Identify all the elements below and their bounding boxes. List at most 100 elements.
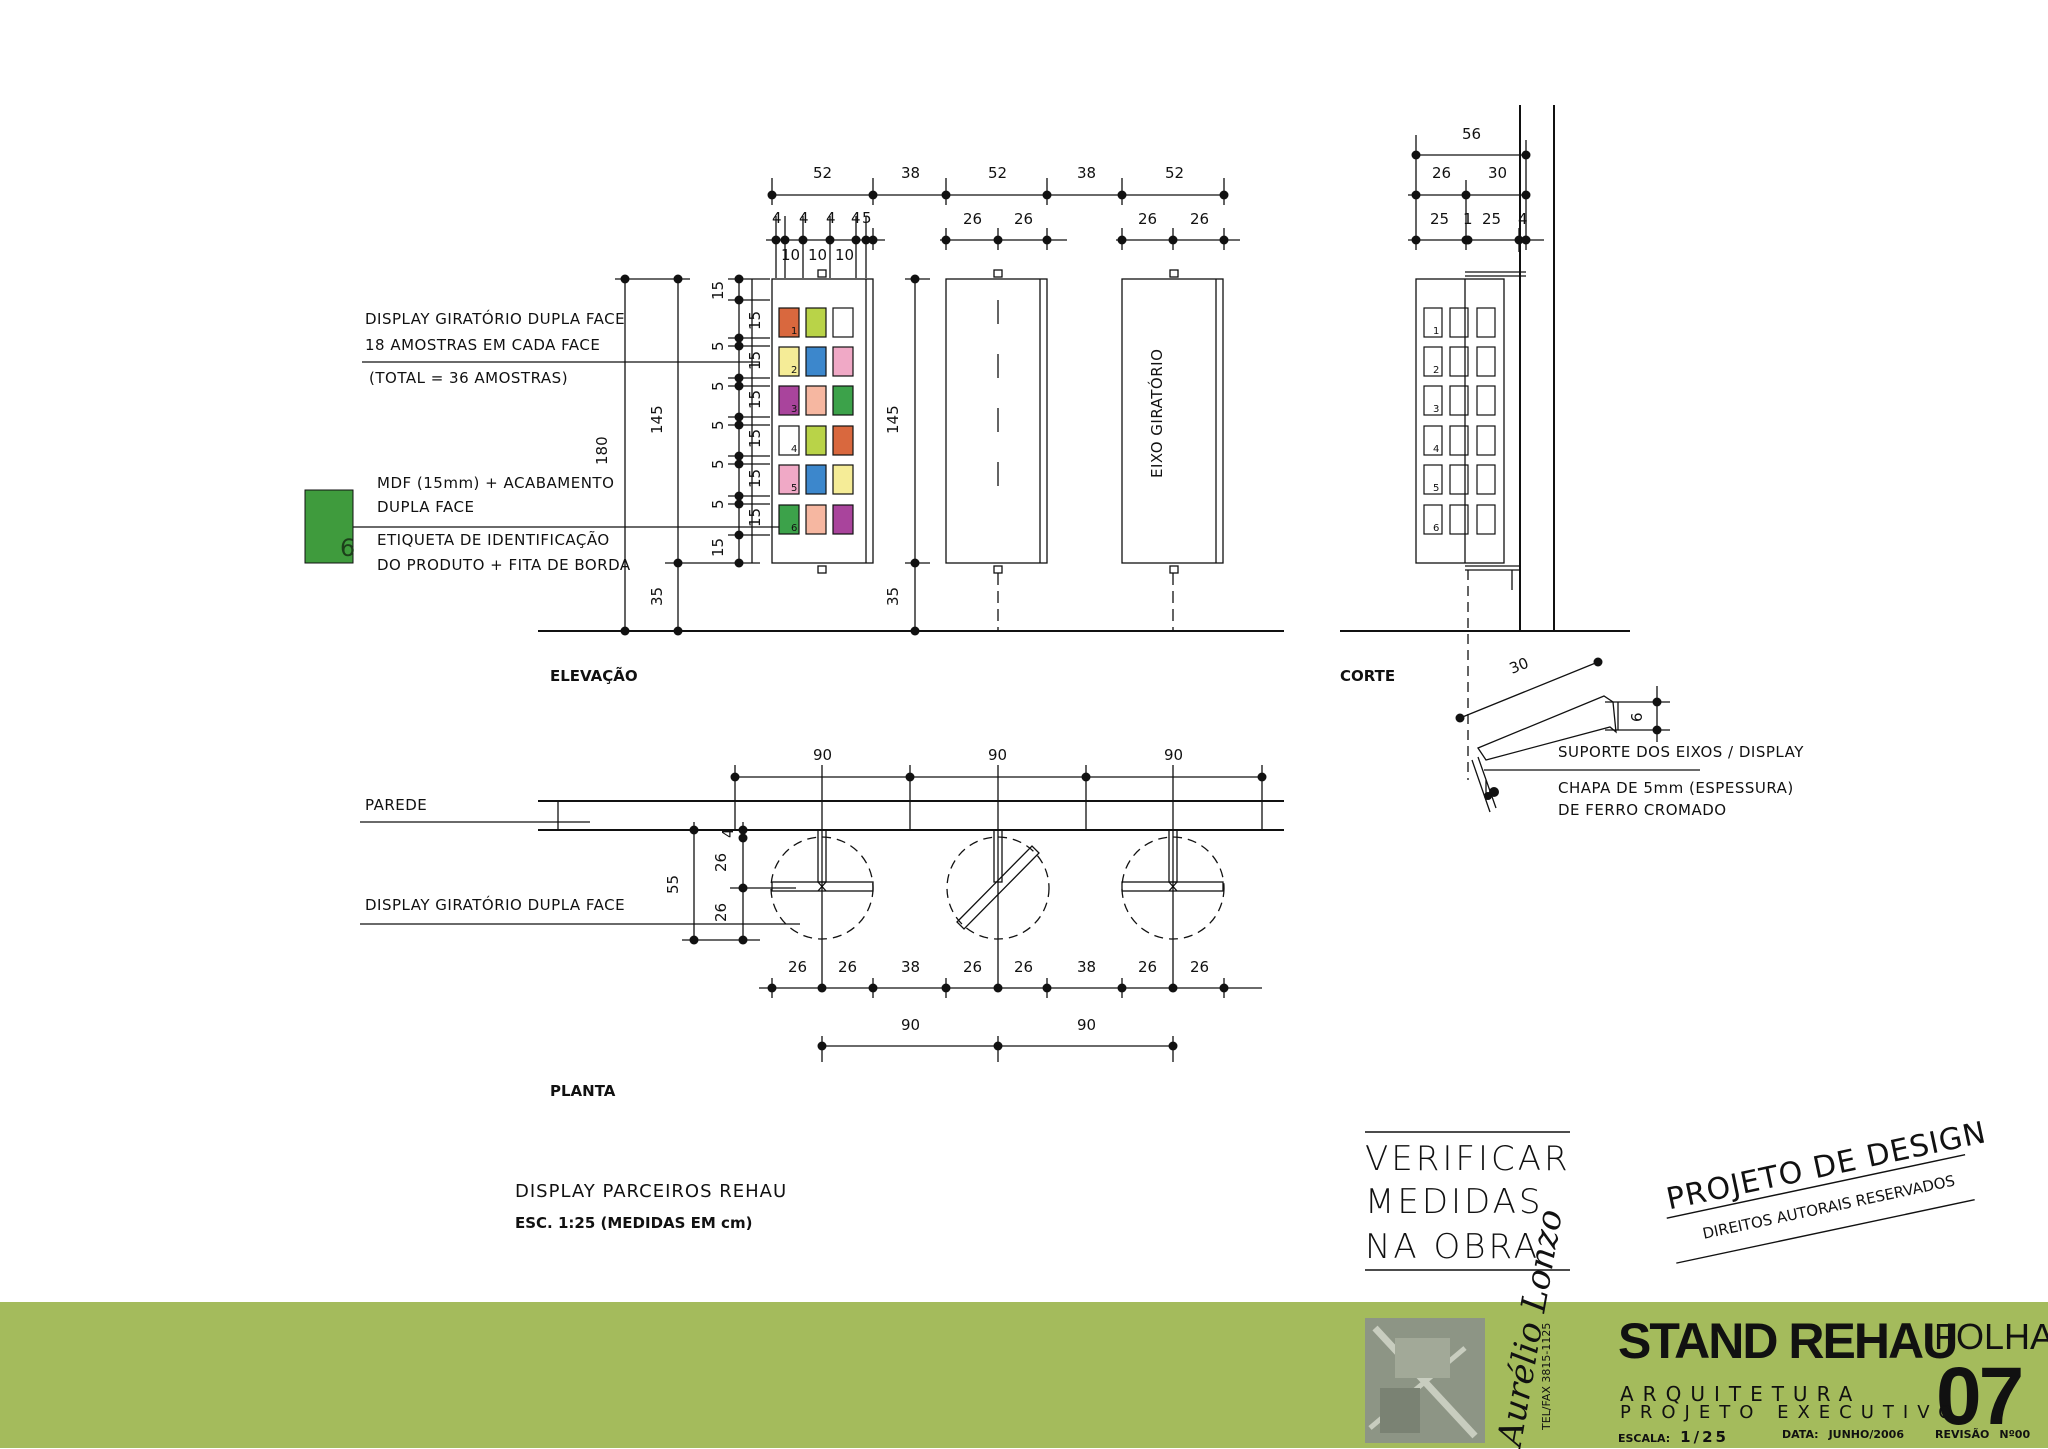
section-sample-slot [1423,504,1443,535]
svg-text:38: 38 [901,164,920,182]
svg-text:55: 55 [664,875,682,894]
svg-text:145: 145 [648,405,666,434]
svg-text:4: 4 [826,209,836,227]
note-display-line2: 18 AMOSTRAS EM CADA FACE [365,336,600,354]
note-parede: PAREDE [365,796,427,814]
note-display-line1: DISPLAY GIRATÓRIO DUPLA FACE [365,309,625,328]
sample-swatch [805,385,827,416]
section-sample-slot [1423,307,1443,338]
svg-text:25: 25 [1482,210,1501,228]
svg-text:15: 15 [709,538,727,557]
svg-text:38: 38 [901,958,920,976]
label-planta: PLANTA [550,1082,616,1100]
date-field: DATA:JUNHO/2006 [1782,1428,1904,1441]
note-mdf-line2: DUPLA FACE [377,498,475,516]
sample-swatch [832,385,854,416]
section-sample-slot [1423,425,1443,456]
sample-swatch [778,504,800,535]
sample-swatch [805,307,827,338]
sample-swatch [778,307,800,338]
svg-text:52: 52 [988,164,1007,182]
svg-text:26: 26 [1190,958,1209,976]
svg-text:4: 4 [851,209,861,227]
svg-text:56: 56 [1462,125,1481,143]
svg-text:38: 38 [1077,958,1096,976]
svg-text:26: 26 [1190,210,1209,228]
svg-text:15: 15 [709,281,727,300]
sample-swatch [832,425,854,456]
svg-text:26: 26 [712,903,730,922]
sample-swatch [778,425,800,456]
verificar-line3: NA OBRA [1365,1227,1540,1267]
section-dots [1411,150,1662,800]
svg-text:90: 90 [1077,1016,1096,1034]
note-chapa-line1: CHAPA DE 5mm (ESPESSURA) [1558,779,1794,797]
section-sample-slot [1449,464,1469,495]
svg-text:30: 30 [1507,654,1531,678]
discipline-label: ARQUITETURA [1620,1382,1862,1406]
sheet-number: 07 [1936,1351,2024,1442]
section-sample-slot [1423,385,1443,416]
section-sample-slot [1423,346,1443,377]
svg-text:90: 90 [901,1016,920,1034]
verificar-line2: MEDIDAS [1365,1182,1543,1222]
svg-text:90: 90 [988,746,1007,764]
phase-label: PROJETO EXECUTIVO [1620,1402,1962,1423]
svg-text:15: 15 [746,351,764,370]
sample-swatch [805,504,827,535]
sample-swatch [832,346,854,377]
sample-number: 5 [791,483,797,494]
svg-text:5: 5 [709,459,727,469]
display-title: DISPLAY PARCEIROS REHAU [515,1181,787,1202]
section-sample-number: 4 [1433,444,1439,455]
svg-text:26: 26 [1014,210,1033,228]
section-sample-number: 2 [1433,365,1439,376]
note-display-plan: DISPLAY GIRATÓRIO DUPLA FACE [365,895,625,914]
title-block-footer: Aurélio Lonzo TEL/FAX 3815-1125 STAND RE… [0,1206,2048,1449]
sample-swatch [832,464,854,495]
section-dimension-labels: 56 26 30 25 1 25 4 30 6 [1430,125,1646,722]
section-sample-number: 3 [1433,404,1439,415]
svg-text:52: 52 [813,164,832,182]
svg-text:6: 6 [1628,712,1646,722]
plan-view [360,765,1284,1062]
sample-number: 6 [791,523,797,534]
sheet-label: FOLHA [1934,1316,2048,1357]
sample-swatch [778,385,800,416]
label-elevacao: ELEVAÇÃO [550,666,638,685]
project-title: STAND REHAU [1618,1313,1958,1369]
section-sample-number: 6 [1433,523,1439,534]
plan-dimension-labels: 90 90 90 4 26 55 26 26 26 38 26 26 38 26… [664,746,1209,1034]
section-sample-slot [1476,464,1496,495]
svg-text:26: 26 [1138,210,1157,228]
note-display-line3: (TOTAL = 36 AMOSTRAS) [369,369,568,387]
elevation-dimension-labels: 52 38 52 38 52 4 4 4 4 5 10 10 10 26 26 … [593,164,1209,606]
sample-swatch [832,307,854,338]
svg-text:26: 26 [963,210,982,228]
section-sample-slot [1423,464,1443,495]
note-suporte: SUPORTE DOS EIXOS / DISPLAY [1558,743,1804,761]
svg-text:90: 90 [813,746,832,764]
svg-text:4: 4 [719,828,737,838]
svg-text:26: 26 [788,958,807,976]
scale-note: ESC. 1:25 (MEDIDAS EM cm) [515,1214,752,1232]
section-sample-number: 5 [1433,483,1439,494]
sample-swatch [832,504,854,535]
note-etiqueta-line2: DO PRODUTO + FITA DE BORDA [377,556,631,574]
sample-swatch [805,425,827,456]
label-corte: CORTE [1340,667,1395,685]
svg-text:26: 26 [1014,958,1033,976]
sample-swatch [805,346,827,377]
svg-text:4: 4 [772,209,782,227]
svg-text:38: 38 [1077,164,1096,182]
section-sample-slot [1449,307,1469,338]
sample-number: 3 [791,404,797,415]
svg-text:52: 52 [1165,164,1184,182]
svg-text:10: 10 [835,246,854,264]
section-sample-slot [1449,346,1469,377]
svg-text:15: 15 [746,311,764,330]
svg-text:10: 10 [808,246,827,264]
svg-text:26: 26 [963,958,982,976]
